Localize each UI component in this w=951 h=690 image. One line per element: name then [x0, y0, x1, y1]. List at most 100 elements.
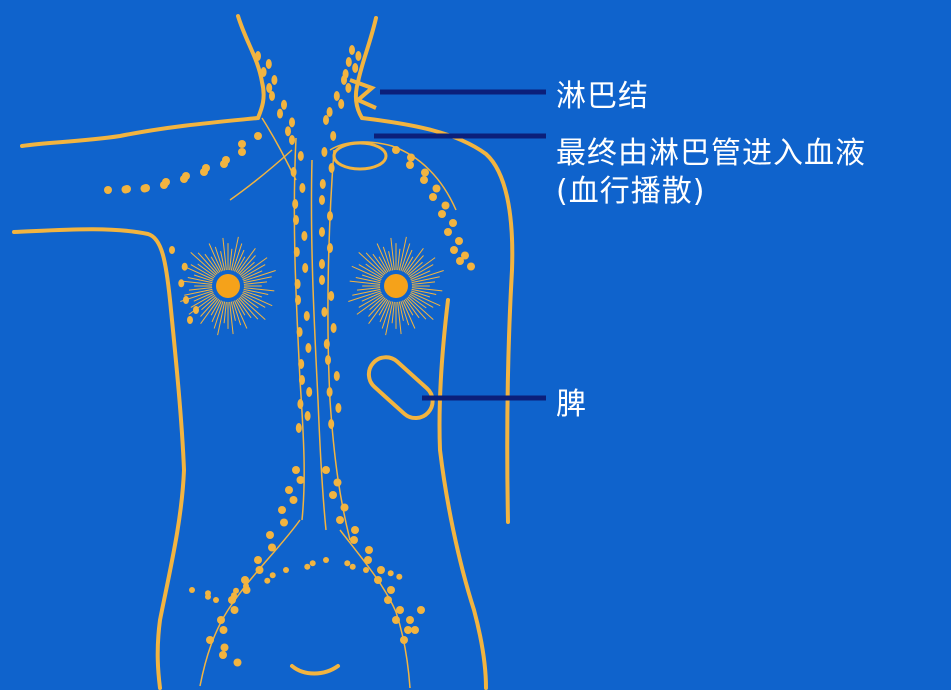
lymph-node [104, 186, 112, 194]
lymph-node [264, 578, 270, 584]
lymph-node [336, 516, 344, 524]
tumor-ray [389, 251, 393, 270]
lymph-node [202, 164, 210, 172]
lymph-node [297, 327, 303, 337]
lymph-node [338, 99, 344, 109]
lymph-node [364, 556, 372, 564]
navel [292, 666, 338, 674]
lymph-node [266, 59, 272, 69]
lymph-node [294, 247, 300, 257]
lymph-node [444, 228, 452, 236]
lymph-node [374, 576, 382, 584]
lymph-node [189, 587, 195, 593]
lymph-node [319, 195, 325, 205]
spleen-shape [362, 350, 440, 425]
lymph-node [449, 219, 457, 227]
lymph-node [268, 544, 276, 552]
lymph-node [299, 375, 305, 385]
lymph-node [162, 178, 170, 186]
neck-left [238, 16, 264, 118]
lymph-node [319, 275, 325, 285]
lymph-node [321, 147, 327, 157]
lymph-node [291, 167, 297, 177]
lymph-node [142, 184, 150, 192]
lymph-node [231, 606, 239, 614]
lymph-node [433, 185, 441, 193]
leader-lines [374, 92, 546, 398]
lymph-node [290, 496, 298, 504]
lymph-node [341, 75, 347, 85]
lymph-node [323, 557, 329, 563]
lymph-node [346, 57, 352, 67]
tumor-ray [231, 302, 235, 321]
lymph-node [292, 199, 298, 209]
tumor-ray [399, 302, 403, 321]
lymph-node [295, 279, 301, 289]
lymph-node [411, 626, 419, 634]
lymph-node [220, 626, 228, 634]
lymph-node [417, 606, 425, 614]
lymph-node [349, 45, 355, 55]
left-shoulder-arm [22, 118, 258, 146]
lymph-node [455, 237, 463, 245]
lymph-node [213, 597, 219, 603]
label-spleen: 脾 [556, 386, 587, 424]
lymph-node [304, 311, 310, 321]
lymph-node [254, 132, 262, 140]
lymph-node [392, 616, 400, 624]
lymph-node [206, 636, 214, 644]
lymph-node [298, 359, 304, 369]
lymph-node [392, 146, 400, 154]
lymph-node [352, 63, 358, 73]
lymph-node [222, 156, 230, 164]
subclavian-loop [334, 143, 386, 169]
lymph-node [297, 476, 305, 484]
lymph-node [277, 109, 283, 119]
lymph-node [322, 466, 330, 474]
lymph-node [266, 531, 274, 539]
lymph-node [320, 179, 326, 189]
lymph-node [334, 371, 340, 381]
lymph-node [289, 117, 295, 127]
lymph-node [396, 574, 402, 580]
tumor-ray [221, 251, 225, 270]
lymph-node [334, 479, 342, 487]
lymph-node [429, 193, 437, 201]
lymph-node [283, 567, 289, 573]
lymph-node [243, 583, 249, 589]
lymph-node [330, 131, 336, 141]
lymph-node [327, 107, 333, 117]
lymph-node [331, 323, 337, 333]
lymph-node [387, 586, 395, 594]
label-lymph-node: 淋巴结 [556, 78, 649, 116]
lymph-node [384, 596, 392, 604]
lymph-node [406, 616, 414, 624]
lymph-node [456, 257, 464, 265]
lymph-node [298, 151, 304, 161]
lymph-node [305, 411, 311, 421]
lymph-node [281, 100, 287, 110]
lymph-node [271, 75, 277, 85]
lymph-node [305, 343, 311, 353]
lymph-node [182, 172, 190, 180]
lymph-node [299, 183, 305, 193]
lymph-node [304, 564, 310, 570]
lymph-node [285, 486, 293, 494]
lymph-node [334, 91, 340, 101]
lymph-node [296, 423, 302, 433]
lymph-node [324, 339, 330, 349]
tumor-left-core [216, 274, 240, 298]
lymph-node [365, 546, 373, 554]
lymph-node [233, 588, 239, 594]
lymph-node [270, 572, 276, 578]
lymph-node [285, 126, 291, 136]
lymph-node [406, 161, 414, 169]
lymph-node [335, 403, 341, 413]
lymph-node [178, 279, 184, 287]
lymph-node [241, 576, 249, 584]
lymph-node [438, 210, 446, 218]
lymph-node [254, 556, 262, 564]
lymph-node [306, 387, 312, 397]
lymph-node [217, 616, 225, 624]
